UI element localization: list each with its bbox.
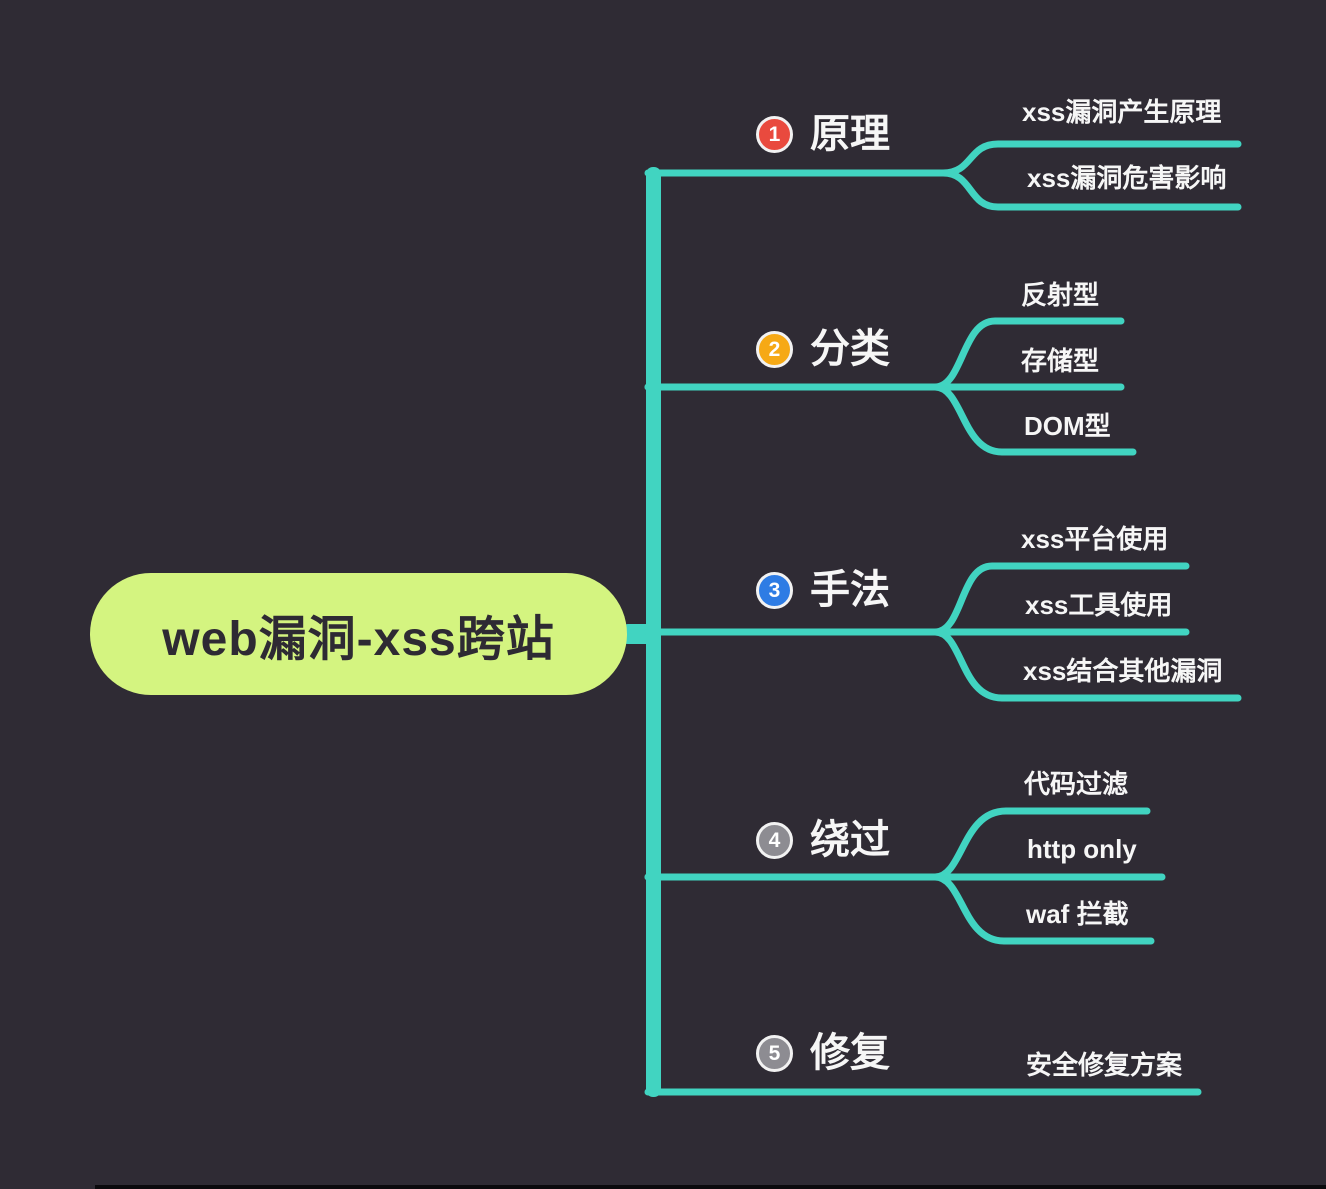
branch-4-child-3-line [931,873,1155,945]
subtopic-dom-xss[interactable]: DOM型 [1024,411,1111,441]
subtopic-security-fix-plan[interactable]: 安全修复方案 [1026,1050,1183,1080]
branch-topic-techniques[interactable]: 3 手法 [756,568,890,612]
branch-topic-fix[interactable]: 5 修复 [756,1031,890,1075]
branch-1-child-2-line [939,169,1242,211]
branch-2-label: 分类 [810,327,890,371]
branch-topic-principle[interactable]: 1 原理 [756,112,890,156]
branch-3-number-badge: 3 [756,571,793,609]
branch-topic-classification[interactable]: 2 分类 [756,327,890,371]
subtopic-stored-xss[interactable]: 存储型 [1021,346,1100,376]
branch-5-label: 修复 [810,1031,890,1075]
branch-2-number-badge: 2 [756,330,793,368]
subtopic-xss-vuln-impact[interactable]: xss漏洞危害影响 [1027,163,1227,193]
branch-3-label: 手法 [810,568,890,612]
subtopic-xss-vuln-cause[interactable]: xss漏洞产生原理 [1022,97,1222,127]
subtopic-waf-block[interactable]: waf 拦截 [1026,899,1129,929]
branch-2-child-3-line [931,383,1137,456]
branch-1-number-badge: 1 [756,115,793,153]
subtopic-http-only[interactable]: http only [1027,834,1137,864]
subtopic-xss-combined[interactable]: xss结合其他漏洞 [1023,656,1223,686]
branch-1-label: 原理 [810,112,890,156]
branch-4-label: 绕过 [810,818,890,862]
branch-3-child-3-line [931,628,1242,702]
branch-topic-bypass[interactable]: 4 绕过 [756,818,890,862]
branch-5-number-badge: 5 [756,1034,793,1072]
bottom-scrollbar[interactable] [95,1185,1326,1189]
branch-4-number-badge: 4 [756,821,793,859]
subtopic-xss-tools[interactable]: xss工具使用 [1025,590,1173,620]
root-topic[interactable]: web漏洞-xss跨站 [90,573,627,695]
subtopic-reflected-xss[interactable]: 反射型 [1021,280,1100,310]
subtopic-code-filter[interactable]: 代码过滤 [1024,769,1129,799]
subtopic-xss-platform[interactable]: xss平台使用 [1021,524,1169,554]
